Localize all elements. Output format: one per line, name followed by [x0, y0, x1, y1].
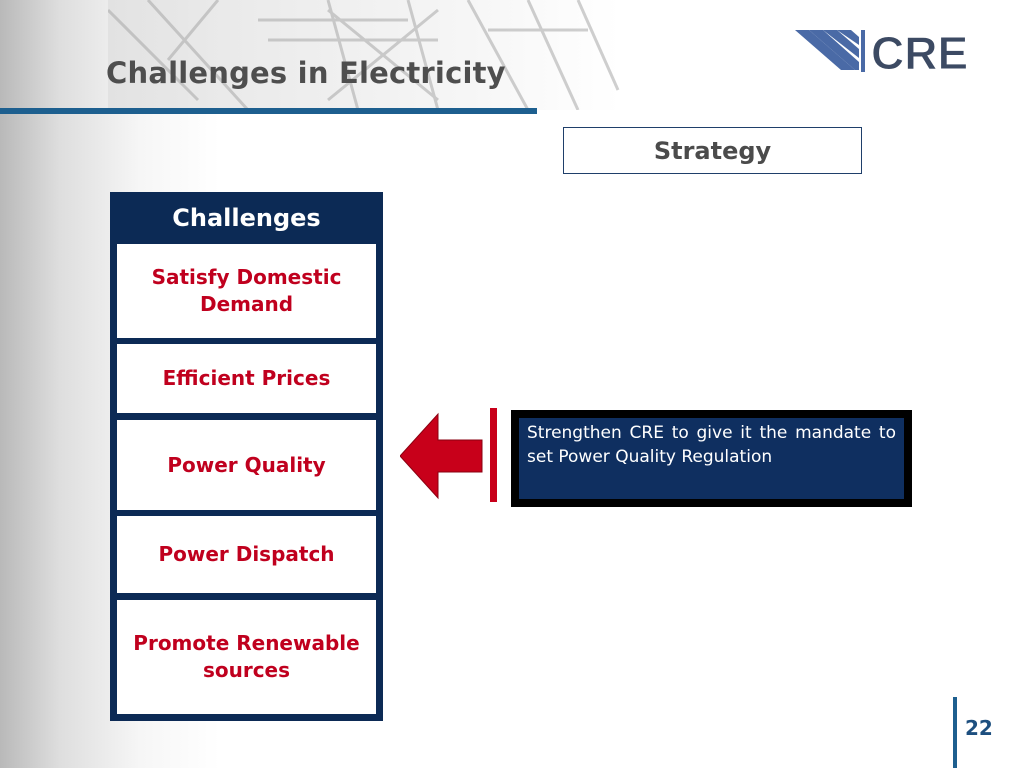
- challenge-item-domestic-demand: Satisfy Domestic Demand: [117, 244, 376, 338]
- challenge-item-renewable-sources: Promote Renewable sources: [117, 600, 376, 714]
- challenge-item-efficient-prices: Efficient Prices: [117, 344, 376, 413]
- strategy-note-box: Strengthen CRE to give it the mandate to…: [511, 410, 912, 507]
- strategy-heading: Strategy: [563, 127, 862, 174]
- challenges-column: Challenges Satisfy Domestic Demand Effic…: [110, 192, 383, 721]
- page-number: 22: [965, 716, 993, 740]
- cre-logo: CRE: [795, 24, 985, 80]
- left-arrow-icon: [399, 408, 500, 506]
- challenge-item-power-dispatch: Power Dispatch: [117, 516, 376, 593]
- header-tower-graphic: [108, 0, 620, 110]
- title-underline: [0, 108, 537, 114]
- challenges-header: Challenges: [172, 204, 321, 232]
- challenge-item-power-quality: Power Quality: [117, 420, 376, 510]
- page-title: Challenges in Electricity: [106, 56, 506, 90]
- strategy-note-text: Strengthen CRE to give it the mandate to…: [519, 418, 904, 499]
- logo-text: CRE: [871, 27, 968, 76]
- cre-stripes-icon: [795, 30, 859, 70]
- page-number-rule: [953, 697, 957, 768]
